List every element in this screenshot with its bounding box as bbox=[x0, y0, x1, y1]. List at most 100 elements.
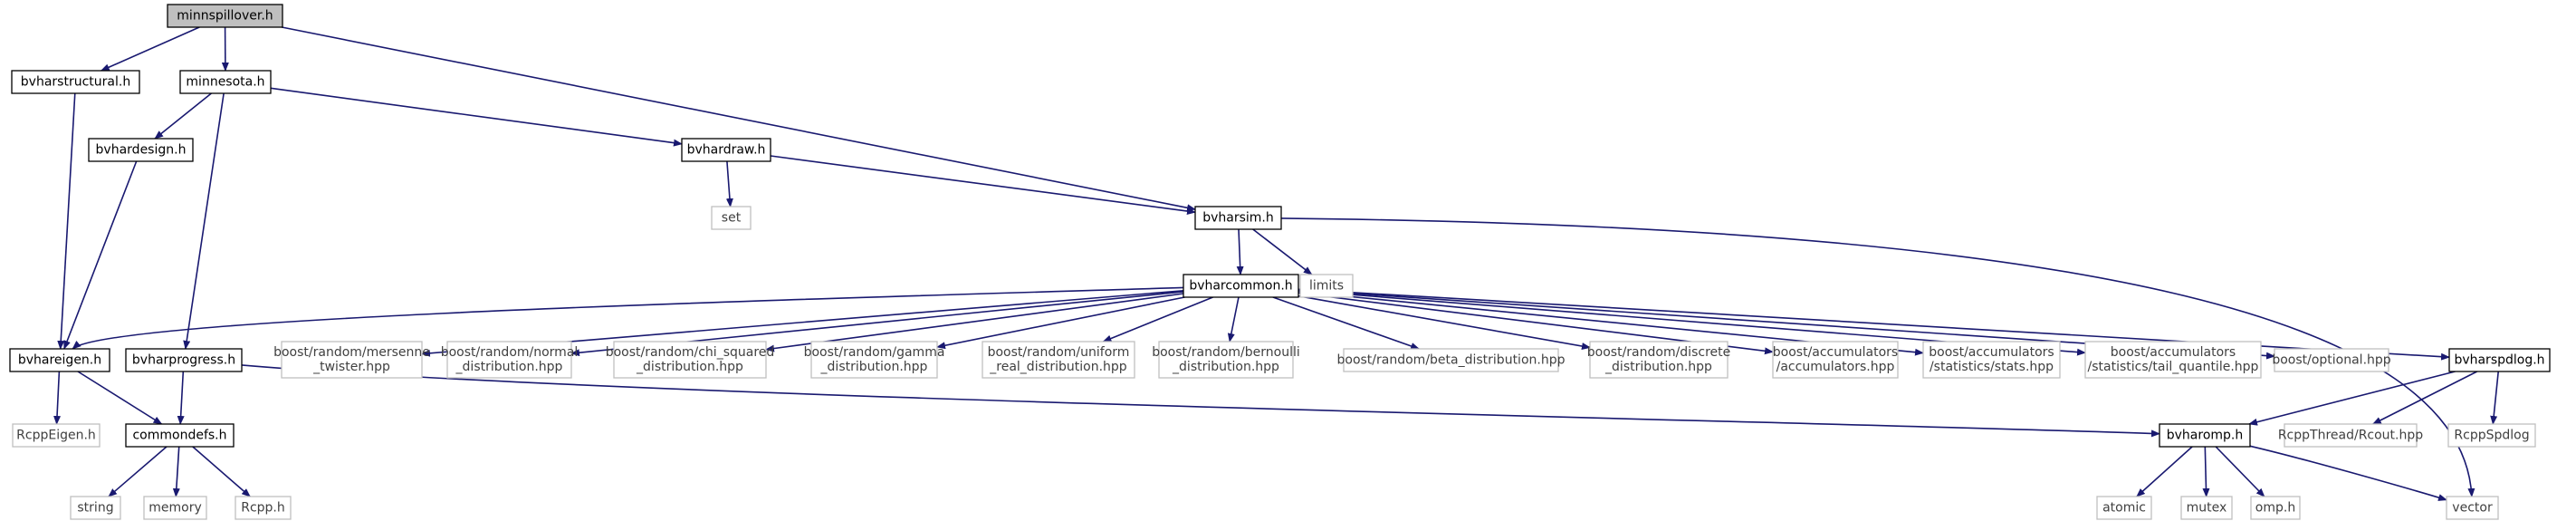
edge-bvharcommon-to-gamma bbox=[936, 296, 1185, 350]
node-bvharstructural[interactable]: bvharstructural.h bbox=[11, 70, 140, 94]
node-box-bvhareigen bbox=[9, 348, 110, 372]
edge-layer bbox=[53, 26, 2500, 501]
node-bvhareigen[interactable]: bvhareigen.h bbox=[9, 348, 110, 372]
edge-bvharprogress-to-commondefs bbox=[177, 371, 185, 425]
node-box-beta bbox=[1343, 348, 1559, 372]
node-box-rcout bbox=[2284, 423, 2418, 448]
node-box-omph bbox=[2250, 496, 2301, 520]
node-label-minnspillover: minnspillover.h bbox=[177, 9, 273, 24]
edge-minnesota-to-bvharprogress bbox=[183, 92, 225, 350]
node-label-chisq: boost/random/chi_squared bbox=[606, 345, 775, 360]
node-bvhardesign[interactable]: bvhardesign.h bbox=[88, 138, 194, 162]
node-box-minnesota bbox=[179, 70, 272, 94]
node-chisq: boost/random/chi_squared_distribution.hp… bbox=[606, 341, 775, 379]
node-label-bvharcommon: bvharcommon.h bbox=[1189, 279, 1292, 294]
edge-bvharomp-to-mutex bbox=[2202, 446, 2210, 497]
node-bvhardraw[interactable]: bvhardraw.h bbox=[681, 138, 771, 162]
node-rcppspdlog: RcppSpdlog bbox=[2447, 423, 2536, 448]
node-box-discrete bbox=[1589, 341, 1729, 379]
node-bernoulli: boost/random/bernoulli_distribution.hpp bbox=[1152, 341, 1300, 379]
node-box-minnspillover bbox=[167, 4, 283, 28]
edge-bvharprogress-to-bvharomp bbox=[241, 364, 2160, 438]
node-label-optional: boost/optional.hpp bbox=[2272, 353, 2390, 368]
edge-minnspillover-to-bvharsim bbox=[282, 26, 1196, 212]
node-box-bvharstructural bbox=[11, 70, 140, 94]
edge-commondefs-to-memory bbox=[172, 446, 180, 497]
node-label-bvharprogress: bvharprogress.h bbox=[132, 353, 235, 368]
node-label-rcpph: Rcpp.h bbox=[241, 501, 285, 516]
edge-bvharspdlog-to-bvharomp bbox=[2248, 371, 2456, 426]
node-minnesota[interactable]: minnesota.h bbox=[179, 70, 272, 94]
node-box-bvharspdlog bbox=[2448, 348, 2551, 372]
node-label-gamma: _distribution.hpp bbox=[820, 360, 928, 374]
node-box-bvharsim bbox=[1194, 206, 1282, 230]
node-box-commondefs bbox=[125, 423, 235, 448]
node-label-bvharspdlog: bvharspdlog.h bbox=[2454, 353, 2544, 368]
node-box-chisq bbox=[613, 341, 767, 379]
node-box-uniform bbox=[982, 341, 1135, 379]
edge-minnesota-to-bvhardesign bbox=[154, 92, 212, 140]
node-label-bvhardesign: bvhardesign.h bbox=[96, 143, 187, 158]
node-commondefs[interactable]: commondefs.h bbox=[125, 423, 235, 448]
node-bvharomp[interactable]: bvharomp.h bbox=[2159, 423, 2251, 448]
node-memory: memory bbox=[143, 496, 207, 520]
node-box-set bbox=[711, 206, 752, 230]
node-box-atomic bbox=[2096, 496, 2152, 520]
node-label-tailq: boost/accumulators bbox=[2111, 345, 2236, 360]
edge-bvharcommon-to-beta bbox=[1272, 296, 1421, 350]
node-bvharcommon[interactable]: bvharcommon.h bbox=[1183, 274, 1299, 298]
node-box-mersenne bbox=[281, 341, 423, 379]
edge-bvharspdlog-to-rcout bbox=[2371, 371, 2478, 425]
node-uniform: boost/random/uniform_real_distribution.h… bbox=[982, 341, 1135, 379]
node-label-bvhardraw: bvhardraw.h bbox=[687, 143, 766, 158]
node-label-set: set bbox=[722, 211, 742, 226]
node-bvharprogress[interactable]: bvharprogress.h bbox=[125, 348, 243, 372]
node-label-omph: omp.h bbox=[2255, 501, 2295, 516]
edge-bvharcommon-to-bvhareigen bbox=[72, 286, 1184, 350]
node-omph: omp.h bbox=[2250, 496, 2301, 520]
node-box-bvhardesign bbox=[88, 138, 194, 162]
node-box-memory bbox=[143, 496, 207, 520]
edge-minnspillover-to-bvharstructural bbox=[100, 26, 200, 72]
node-layer: minnspillover.h bvharstructural.h minnesot… bbox=[9, 4, 2551, 520]
node-label-rcout: RcppThread/Rcout.hpp bbox=[2278, 429, 2423, 443]
node-label-vector: vector bbox=[2452, 501, 2493, 516]
node-label-chisq: _distribution.hpp bbox=[636, 360, 743, 374]
node-rcout: RcppThread/Rcout.hpp bbox=[2278, 423, 2423, 448]
node-box-string bbox=[70, 496, 121, 520]
node-box-stats bbox=[1922, 341, 2061, 379]
node-box-rcppeigen bbox=[12, 423, 101, 448]
node-label-atomic: atomic bbox=[2102, 501, 2146, 516]
edge-bvharomp-to-atomic bbox=[2136, 446, 2193, 497]
edge-bvharcommon-to-uniform bbox=[1102, 296, 1213, 343]
edge-bvharsim-to-vector bbox=[1280, 217, 2475, 497]
node-label-bvharsim: bvharsim.h bbox=[1202, 211, 1274, 226]
node-label-commondefs: commondefs.h bbox=[132, 429, 226, 443]
edge-bvhareigen-to-commondefs bbox=[77, 371, 163, 425]
node-box-bvharcommon bbox=[1183, 274, 1299, 298]
node-label-stats: /statistics/stats.hpp bbox=[1930, 360, 2054, 374]
node-box-bvharomp bbox=[2159, 423, 2251, 448]
node-bvharspdlog[interactable]: bvharspdlog.h bbox=[2448, 348, 2551, 372]
node-box-accum bbox=[1772, 341, 1899, 379]
node-beta: boost/random/beta_distribution.hpp bbox=[1337, 348, 1566, 372]
node-minnspillover[interactable]: minnspillover.h bbox=[167, 4, 283, 28]
node-label-stats: boost/accumulators bbox=[1929, 345, 2054, 360]
edge-bvharsim-to-bvharcommon bbox=[1236, 228, 1244, 275]
node-label-bvharomp: bvharomp.h bbox=[2167, 429, 2244, 443]
node-accum: boost/accumulators/accumulators.hpp bbox=[1772, 341, 1899, 379]
node-label-uniform: _real_distribution.hpp bbox=[989, 360, 1127, 374]
node-box-bernoulli bbox=[1158, 341, 1294, 379]
node-limits: limits bbox=[1299, 274, 1354, 298]
node-mersenne: boost/random/mersenne_twister.hpp bbox=[273, 341, 430, 379]
edge-minnesota-to-bvhardraw bbox=[270, 87, 683, 147]
node-discrete: boost/random/discrete_distribution.hpp bbox=[1587, 341, 1730, 379]
node-string: string bbox=[70, 496, 121, 520]
node-vector: vector bbox=[2446, 496, 2499, 520]
node-label-accum: /accumulators.hpp bbox=[1776, 360, 1895, 374]
node-label-mersenne: _twister.hpp bbox=[312, 360, 390, 374]
edge-bvharsim-to-limits bbox=[1252, 228, 1313, 275]
node-gamma: boost/random/gamma_distribution.hpp bbox=[804, 341, 944, 379]
node-bvharsim[interactable]: bvharsim.h bbox=[1194, 206, 1282, 230]
node-label-minnesota: minnesota.h bbox=[186, 75, 264, 90]
